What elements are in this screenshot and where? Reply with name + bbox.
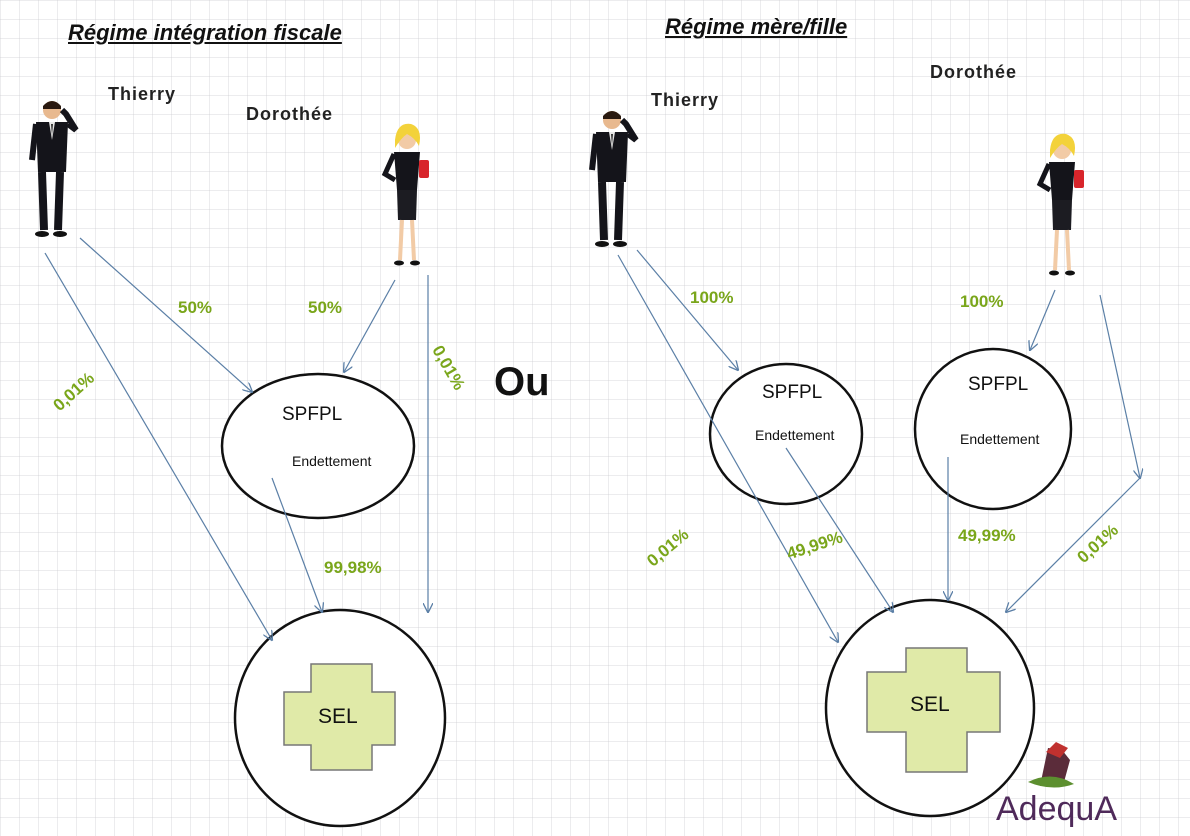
left-spfpl-ellipse — [220, 372, 416, 520]
pct-right-dorothee-spfpl: 100% — [960, 292, 1004, 311]
title-right: Régime mère/fille — [665, 14, 848, 39]
left-spfpl-sub: Endettement — [292, 453, 372, 469]
right-spfpl1-ellipse — [708, 362, 864, 506]
arrow-right-dorothee-sel — [1006, 477, 1141, 612]
thierry-left-figure — [32, 101, 76, 237]
right-spfpl2-name: SPFPL — [968, 374, 1029, 395]
adequa-logo-text: AdequA — [996, 790, 1117, 828]
right-spfpl1-sub: Endettement — [755, 427, 835, 443]
arrow-left-dorothee-spfpl — [344, 279, 396, 372]
dorothee-right-figure — [1040, 134, 1084, 276]
pct-left-spfpl-sel: 99,98% — [324, 558, 382, 577]
pct-left-dorothee-spfpl: 50% — [308, 298, 343, 317]
arrow-left-thierry-spfpl — [79, 237, 252, 392]
arrow-right-thierry-spfpl — [636, 249, 738, 370]
arrow-right-thierry-sel — [617, 254, 838, 642]
pct-left-thierry-spfpl: 50% — [178, 298, 213, 317]
right-spfpl1-name: SPFPL — [762, 382, 823, 403]
arrow-left-thierry-sel — [44, 252, 272, 640]
right-sel-label: SEL — [910, 693, 950, 716]
arrow-left-spfpl-sel — [271, 477, 322, 612]
pct-right-thierry-spfpl: 100% — [690, 288, 734, 307]
left-sel-label: SEL — [318, 705, 358, 728]
dorothee-left-figure — [385, 124, 429, 266]
right-sel-cross — [866, 647, 1001, 773]
right-spfpl2-sub: Endettement — [960, 431, 1040, 447]
left-spfpl-name: SPFPL — [282, 404, 343, 425]
thierry-right-figure — [592, 111, 636, 247]
name-thierry-left: Thierry — [108, 84, 177, 104]
arrow-right-dorothee-down — [1099, 294, 1140, 478]
title-left: Régime intégration fiscale — [68, 20, 342, 45]
separator-ou: Ou — [494, 360, 550, 404]
right-spfpl2-ellipse — [913, 347, 1073, 511]
pct-right-spfpl2-sel: 49,99% — [958, 526, 1016, 545]
arrow-right-dorothee-spfpl — [1030, 289, 1056, 350]
arrow-right-spfpl1-sel — [785, 447, 893, 612]
name-dorothee-left: Dorothée — [246, 104, 334, 124]
left-sel-cross — [283, 663, 396, 771]
name-thierry-right: Thierry — [651, 90, 720, 110]
adequa-logo-mark — [1028, 742, 1074, 788]
name-dorothee-right: Dorothée — [930, 62, 1018, 82]
